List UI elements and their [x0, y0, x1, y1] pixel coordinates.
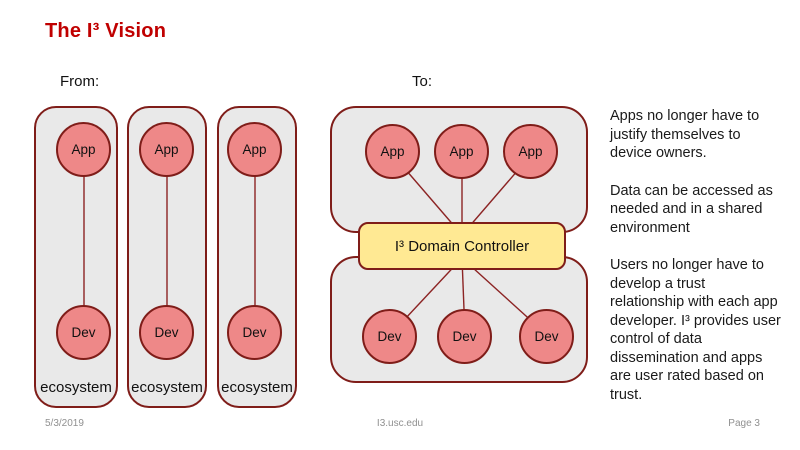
- from-dev-node-1: Dev: [56, 305, 111, 360]
- from-app-node-1: App: [56, 122, 111, 177]
- from-label: From:: [60, 73, 100, 90]
- from-app-node-3: App: [227, 122, 282, 177]
- footer-page-number: Page 3: [728, 418, 760, 429]
- slide-footer: 5/3/2019 I3.usc.edu Page 3: [0, 418, 800, 438]
- note-apps: Apps no longer have to justify themselve…: [610, 108, 760, 161]
- to-dev-node-1: Dev: [362, 309, 417, 364]
- to-dev-node-3: Dev: [519, 309, 574, 364]
- to-dev-node-2: Dev: [437, 309, 492, 364]
- to-app-node-3: App: [503, 124, 558, 179]
- to-app-node-1: App: [365, 124, 420, 179]
- footer-date: 5/3/2019: [45, 418, 84, 429]
- note-data: Data can be accessed as needed and in a …: [610, 182, 773, 236]
- to-app-node-2: App: [434, 124, 489, 179]
- notes-block: Apps no longer have to justify themselve…: [610, 107, 782, 423]
- ecosystem-caption-3: ecosystem: [221, 379, 293, 396]
- domain-controller-box: I³ Domain Controller: [358, 222, 566, 270]
- from-app-node-2: App: [139, 122, 194, 177]
- ecosystem-caption-1: ecosystem: [40, 379, 112, 396]
- ecosystem-caption-2: ecosystem: [131, 379, 203, 396]
- note-users: Users no longer have to develop a trust …: [610, 257, 781, 403]
- footer-site: I3.usc.edu: [376, 418, 424, 429]
- to-label: To:: [412, 73, 433, 90]
- slide-title: The I³ Vision: [45, 20, 167, 42]
- from-dev-node-2: Dev: [139, 305, 194, 360]
- from-dev-node-3: Dev: [227, 305, 282, 360]
